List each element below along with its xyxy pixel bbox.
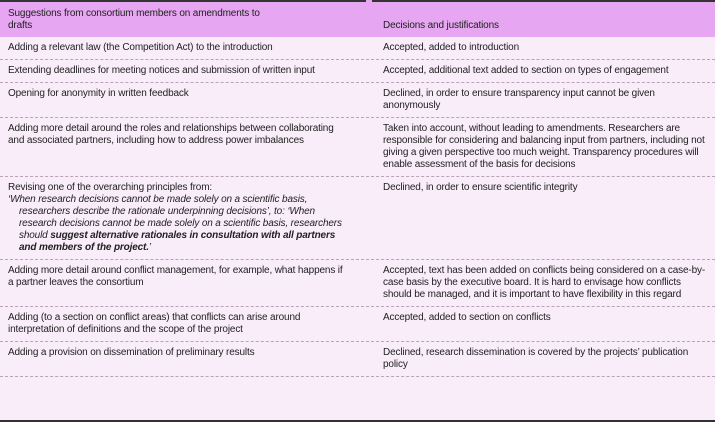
header-decisions-cell: Decisions and justifications (355, 15, 715, 37)
suggestion-cell: Adding more detail around conflict manag… (8, 265, 343, 288)
decision-cell: Accepted, text has been added on conflic… (383, 265, 706, 300)
table-background-filler (0, 377, 715, 420)
decision-cell: Accepted, added to introduction (383, 42, 520, 53)
suggestion-cell: Adding a provision on dissemination of p… (8, 347, 255, 358)
quote-italic-text: ‘When research decisions cannot be made … (8, 194, 342, 241)
table-row: Extending deadlines for meeting notices … (0, 60, 715, 83)
suggestion-cell: Opening for anonymity in written feedbac… (8, 88, 189, 99)
decision-cell: Accepted, added to section on conflicts (383, 312, 551, 323)
table-row: Adding (to a section on conflict areas) … (0, 307, 715, 342)
table-row: Adding a provision on dissemination of p… (0, 342, 715, 377)
suggestion-cell: Adding a relevant law (the Competition A… (8, 42, 273, 53)
table-row: Opening for anonymity in written feedbac… (0, 83, 715, 118)
suggestion-intro: Revising one of the overarching principl… (8, 182, 213, 193)
decision-cell: Declined, in order to ensure transparenc… (383, 88, 655, 111)
table-row: Revising one of the overarching principl… (0, 177, 715, 260)
header-suggestions-label: Suggestions from consortium members on a… (8, 8, 260, 31)
table-header-row: Suggestions from consortium members on a… (0, 0, 715, 37)
table-row: Adding more detail around conflict manag… (0, 260, 715, 307)
suggestion-cell: Extending deadlines for meeting notices … (8, 65, 315, 76)
header-decisions-label: Decisions and justifications (383, 20, 499, 31)
suggestion-cell: Adding more detail around the roles and … (8, 123, 334, 146)
decision-cell: Declined, in order to ensure scientific … (383, 182, 578, 193)
header-suggestions-cell: Suggestions from consortium members on a… (0, 0, 355, 37)
suggestion-cell: Adding (to a section on conflict areas) … (8, 312, 301, 335)
suggestion-cell: Revising one of the overarching principl… (0, 177, 355, 259)
decision-cell: Declined, research dissemination is cove… (383, 347, 689, 370)
quote-bold-text: suggest alternative rationales in consul… (19, 230, 336, 253)
table-row: Adding more detail around the roles and … (0, 118, 715, 177)
table-row: Adding a relevant law (the Competition A… (0, 37, 715, 60)
quote-closing-mark: ’ (148, 242, 151, 253)
principle-quote: ‘When research decisions cannot be made … (8, 194, 345, 254)
decision-cell: Accepted, additional text added to secti… (383, 65, 669, 76)
decision-cell: Taken into account, without leading to a… (383, 123, 705, 170)
